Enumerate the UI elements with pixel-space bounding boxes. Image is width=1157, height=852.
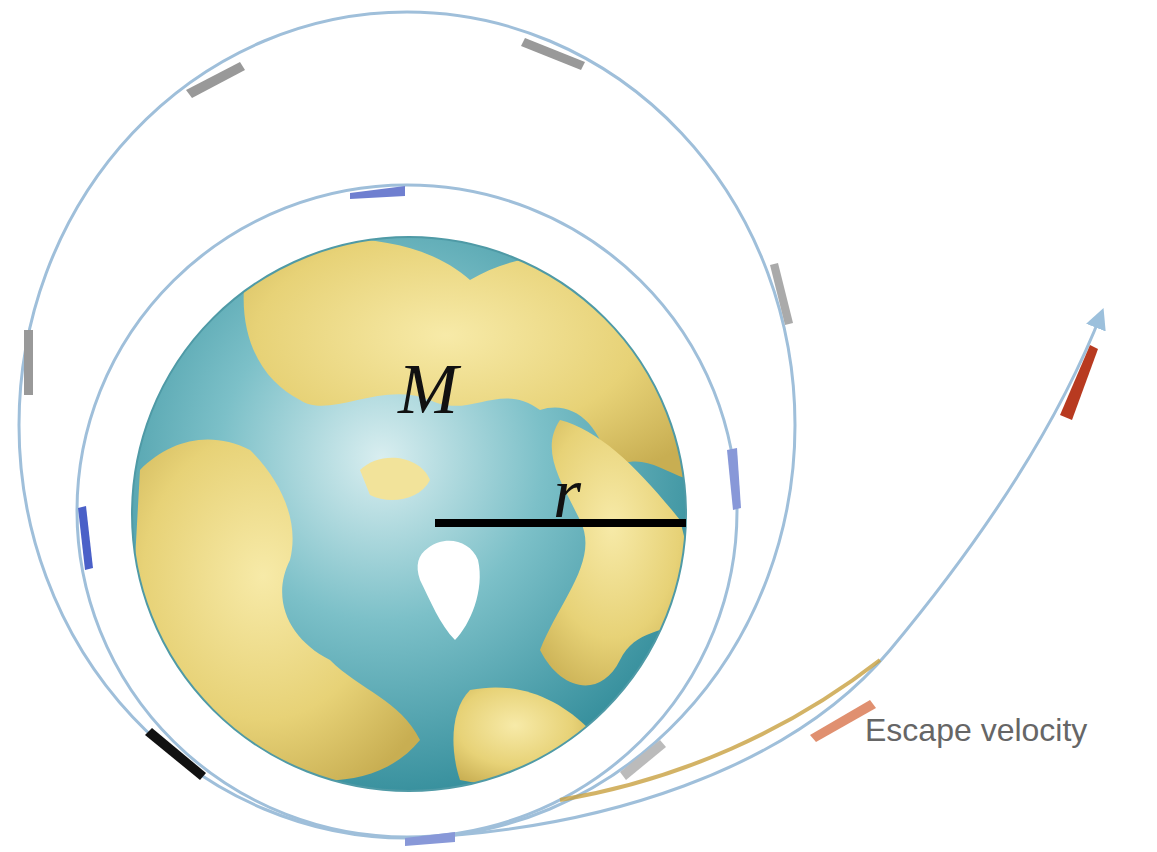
escape-trail [560,660,880,800]
inner-orbit [77,185,737,837]
escape-velocity-label: Escape velocity [865,712,1087,749]
escape-path [410,312,1102,838]
earth-globe [132,237,700,791]
rocket-icons [24,38,1098,846]
mass-label: M [398,348,458,431]
outer-orbit [19,12,795,838]
radius-label: r [553,452,581,535]
